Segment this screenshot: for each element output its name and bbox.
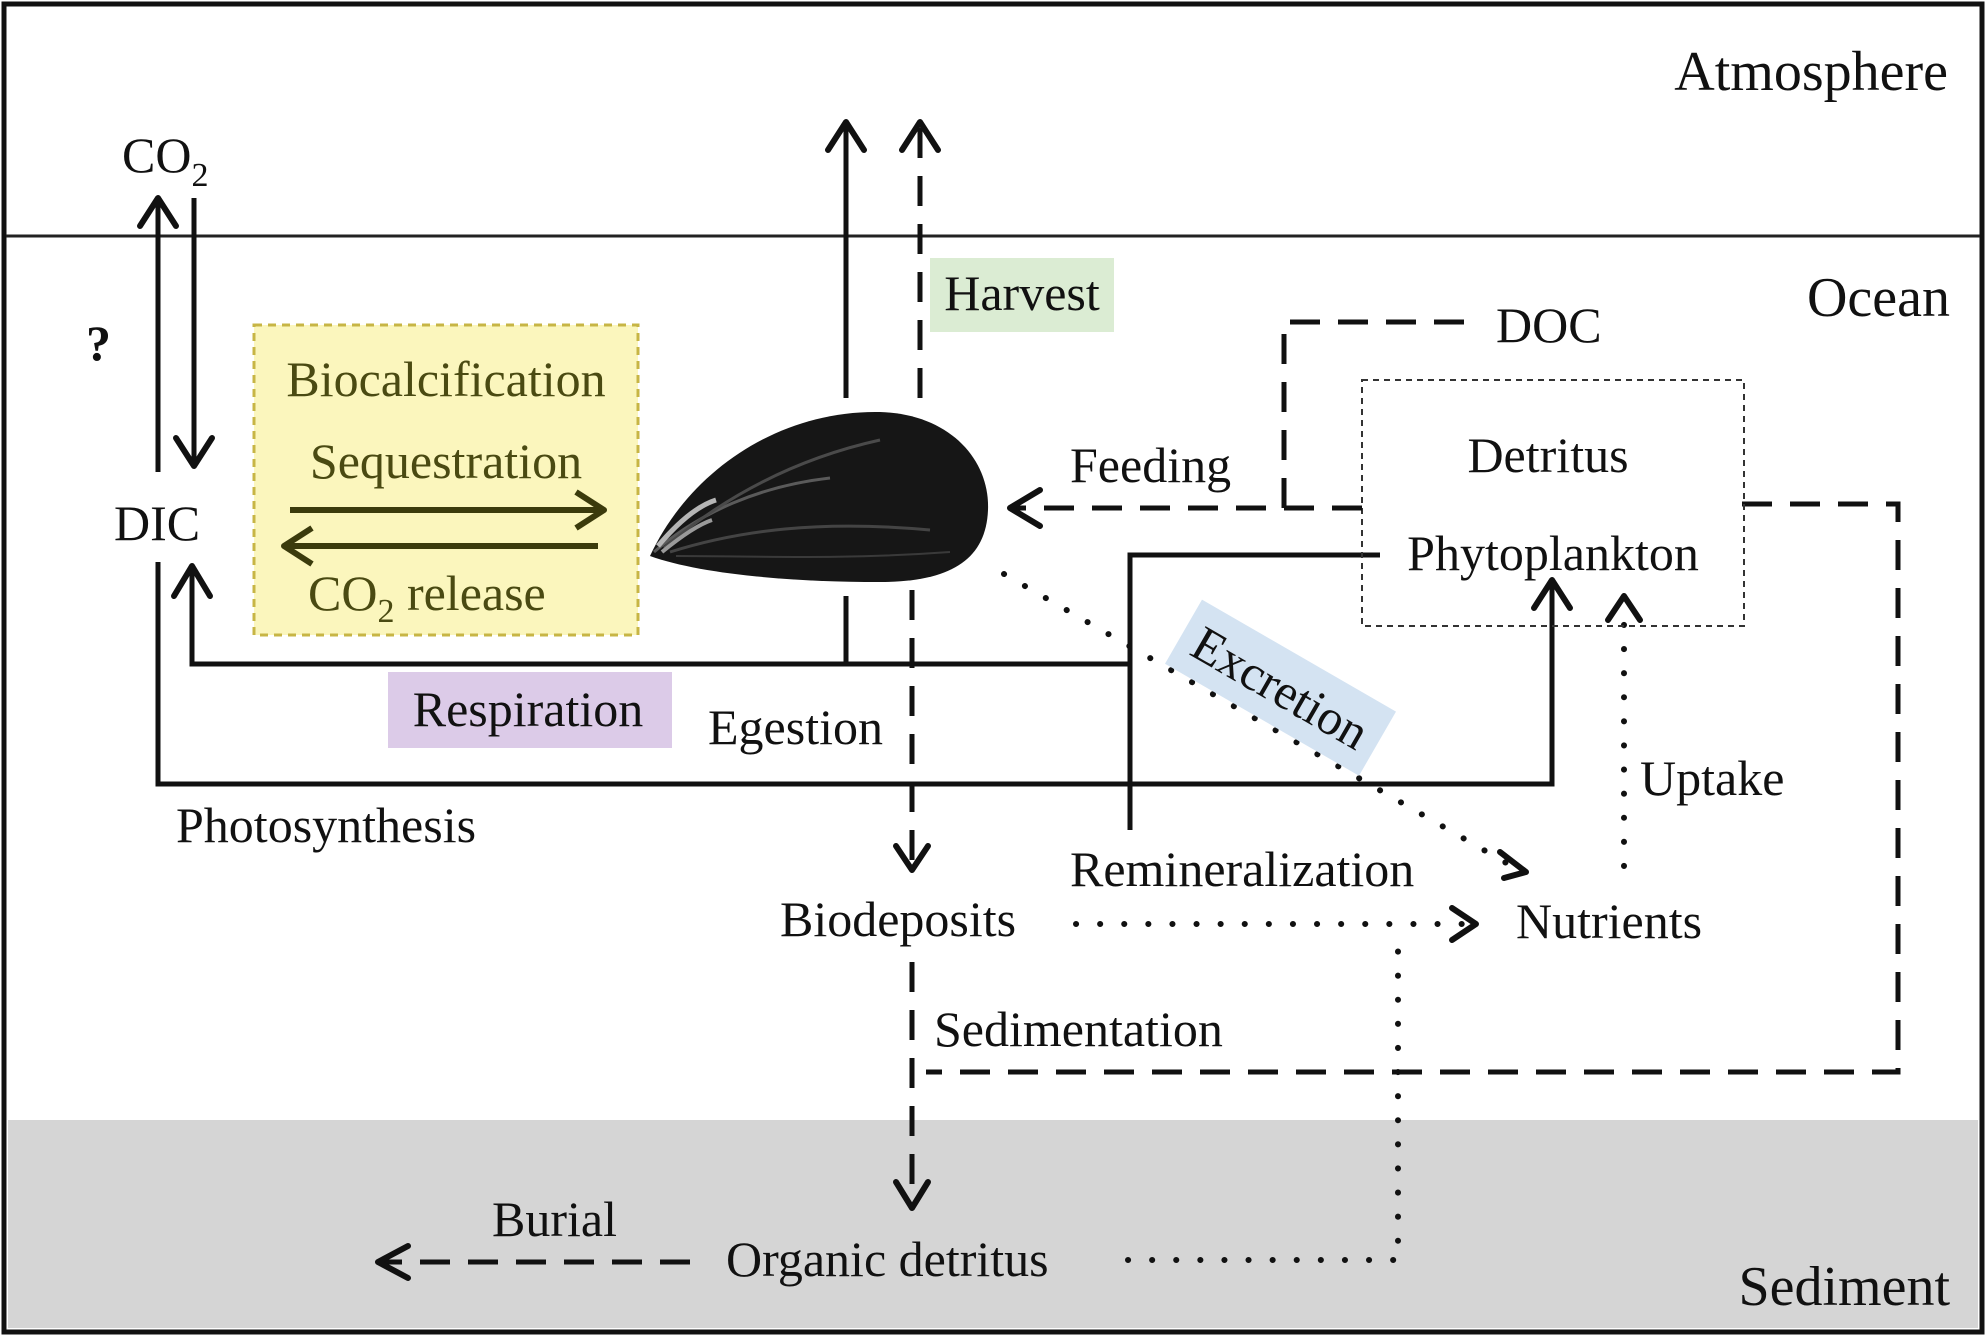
sequestration-label: Sequestration	[310, 433, 582, 489]
ocean-label: Ocean	[1807, 267, 1950, 329]
uptake-arrowhead	[1605, 593, 1643, 623]
excretion-dotted-arrow	[1001, 571, 1525, 875]
detritus-node: Detritus	[1467, 427, 1628, 483]
feeding-label: Feeding	[1070, 437, 1231, 493]
detritus-sedimentation-path	[926, 501, 1901, 1075]
co2-release-label: CO2 release	[308, 565, 546, 630]
burial-label: Burial	[492, 1191, 617, 1247]
excretion-highlight	[1165, 599, 1396, 776]
biodeposits-to-nutrients-arrowhead	[1449, 905, 1479, 943]
co2-node: CO2	[122, 127, 208, 194]
food-source-box	[1361, 379, 1745, 627]
excretion-arrowhead	[1497, 849, 1529, 881]
phytoplankton-respiration-line	[1127, 552, 1380, 830]
respiration-arrowhead	[171, 563, 213, 599]
phytoplankton-node: Phytoplankton	[1407, 525, 1699, 581]
biocalcification-box	[252, 323, 640, 637]
biodeposits-node: Biodeposits	[780, 891, 1016, 947]
question-mark: ?	[86, 315, 111, 371]
organic-detritus-node: Organic detritus	[726, 1231, 1049, 1287]
sediment-label: Sediment	[1738, 1256, 1950, 1318]
harvest-label: Harvest	[944, 265, 1100, 321]
photosynthesis-arrowhead	[1531, 577, 1573, 611]
respiration-label: Respiration	[413, 681, 644, 737]
co2-release-subscript: 2	[377, 593, 394, 630]
burial-arrowhead	[375, 1243, 411, 1281]
photosynthesis-arrow	[155, 562, 1555, 787]
doc-node: DOC	[1496, 297, 1602, 353]
photosynthesis-label: Photosynthesis	[176, 797, 476, 853]
dic-to-co2-arrowhead	[137, 195, 179, 229]
egestion-arrowhead	[893, 843, 931, 873]
doc-dashed-path	[1281, 319, 1480, 508]
respiration-arrow	[189, 570, 1130, 667]
harvest-dashed-arrowhead	[899, 119, 941, 153]
egestion-label: Egestion	[708, 699, 883, 755]
sequestration-arrowhead	[574, 489, 607, 531]
sediment-zone	[8, 1120, 1978, 1328]
sedimentation-label: Sedimentation	[934, 1001, 1223, 1057]
biocalcification-title: Biocalcification	[286, 351, 605, 407]
uptake-label: Uptake	[1640, 750, 1784, 806]
nutrients-node: Nutrients	[1516, 893, 1702, 949]
atmosphere-label: Atmosphere	[1674, 41, 1948, 103]
respiration-highlight	[388, 672, 672, 748]
feeding-arrowhead	[1007, 487, 1043, 529]
co2-subscript: 2	[191, 157, 208, 194]
remineralization-label: Remineralization	[1070, 841, 1414, 897]
harvest-highlight	[930, 258, 1114, 332]
mussel-icon	[650, 411, 989, 582]
sedimentation-arrowhead	[893, 1179, 931, 1211]
co2-release-arrowhead	[281, 525, 314, 567]
co2-to-dic-arrowhead	[173, 435, 215, 469]
dic-node: DIC	[114, 495, 200, 551]
excretion-tag: Excretion	[1165, 599, 1396, 776]
harvest-solid-arrowhead	[825, 119, 867, 153]
